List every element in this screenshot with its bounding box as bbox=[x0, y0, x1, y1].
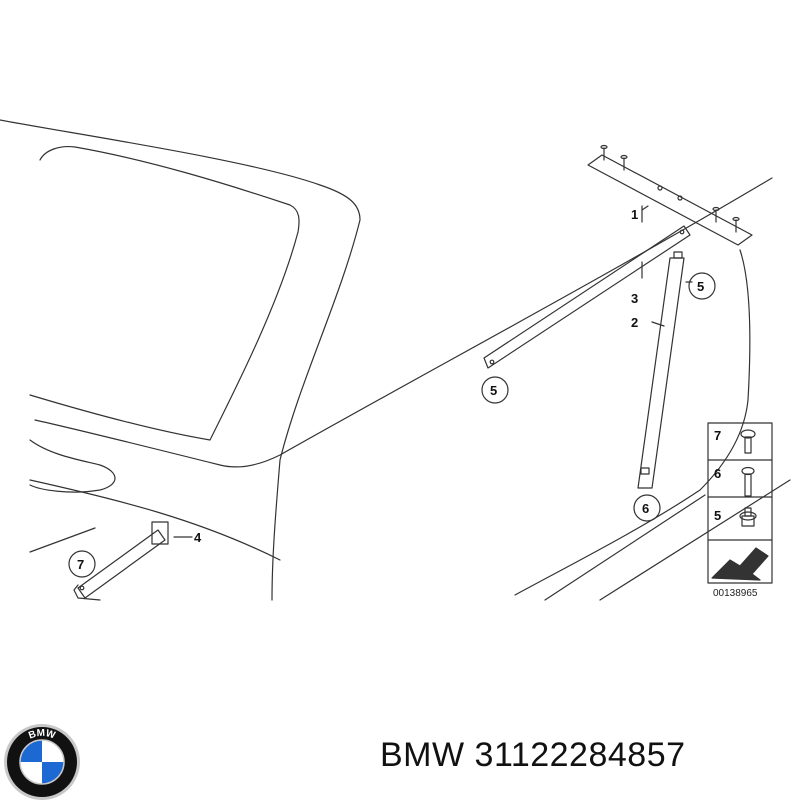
vertical-strut bbox=[637, 251, 685, 489]
callout-label-5b: 5 bbox=[697, 279, 704, 294]
callout-label-4: 4 bbox=[194, 530, 202, 545]
callout-circle-5a bbox=[481, 376, 509, 404]
direction-arrow-icon bbox=[711, 547, 769, 581]
windshield-outer bbox=[29, 145, 300, 441]
rear-contour bbox=[514, 249, 751, 596]
sill-line-b bbox=[544, 494, 706, 601]
side-dash-line bbox=[29, 527, 96, 553]
screw-icon bbox=[740, 429, 756, 454]
fender-line bbox=[29, 439, 116, 493]
sill-line-a bbox=[599, 479, 791, 601]
lower-side-bracket bbox=[73, 521, 169, 601]
callout-label-5a: 5 bbox=[490, 383, 497, 398]
callout-circle-7 bbox=[68, 550, 96, 578]
callout-circle-5b bbox=[688, 272, 716, 300]
leader-lines bbox=[173, 205, 693, 538]
bolt-icon bbox=[741, 466, 755, 497]
logo-letters: BMW bbox=[27, 728, 57, 742]
lower-line bbox=[29, 479, 281, 561]
callout-label-3: 3 bbox=[631, 291, 638, 306]
fastener-legend-box bbox=[707, 422, 773, 584]
bmw-logo: BMW bbox=[4, 724, 80, 800]
legend-label-5: 5 bbox=[714, 508, 721, 523]
windshield-inner bbox=[34, 177, 773, 468]
stud-nut-icon bbox=[739, 507, 757, 527]
callout-circle-6 bbox=[633, 494, 661, 522]
diagonal-strut bbox=[483, 225, 691, 369]
legend-label-7: 7 bbox=[714, 428, 721, 443]
callout-label-1: 1 bbox=[631, 207, 638, 222]
part-number-caption: BMW 31122284857 bbox=[380, 736, 686, 774]
diagram-code: 00138965 bbox=[713, 588, 758, 599]
callout-label-2: 2 bbox=[631, 315, 638, 330]
legend-label-6: 6 bbox=[714, 466, 721, 481]
hood-outline bbox=[0, 119, 361, 601]
callout-label-7: 7 bbox=[77, 557, 84, 572]
callout-label-6: 6 bbox=[642, 501, 649, 516]
top-bracket-plate bbox=[587, 144, 753, 246]
